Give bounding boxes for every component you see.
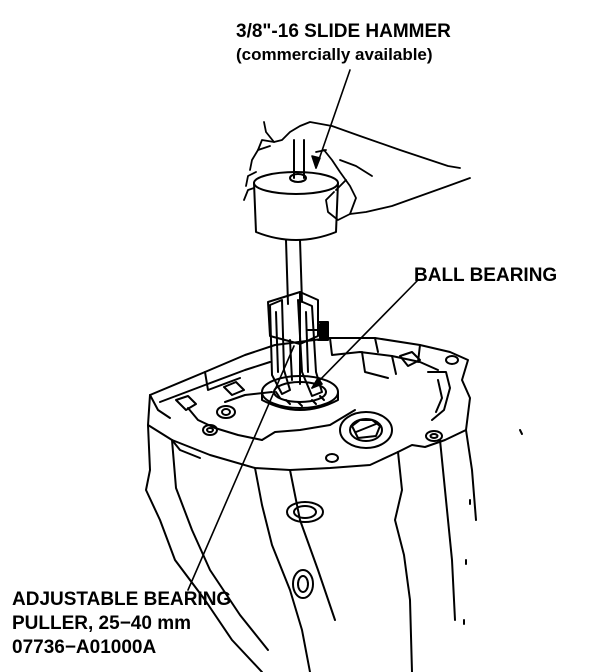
- bearing-puller-label-line1: ADJUSTABLE BEARING: [12, 589, 232, 610]
- slide-hammer-label: 3/8"-16 SLIDE HAMMER: [236, 21, 451, 42]
- transmission-case: [145, 337, 523, 672]
- hand: [243, 121, 471, 221]
- ball-bearing-label: BALL BEARING: [414, 265, 558, 286]
- leader-lines: [187, 69, 419, 591]
- slide-hammer-sublabel: (commercially available): [236, 45, 433, 64]
- leader-bearing-puller: [187, 345, 295, 591]
- bearing-puller: [267, 291, 329, 397]
- slide-hammer: [253, 139, 339, 305]
- bearing-puller-label-line2: PULLER, 25−40 mm: [12, 613, 191, 634]
- bearing-puller-part-number: 07736−A01000A: [12, 637, 157, 658]
- leader-ball-bearing: [311, 279, 419, 389]
- leader-slide-hammer: [315, 69, 351, 169]
